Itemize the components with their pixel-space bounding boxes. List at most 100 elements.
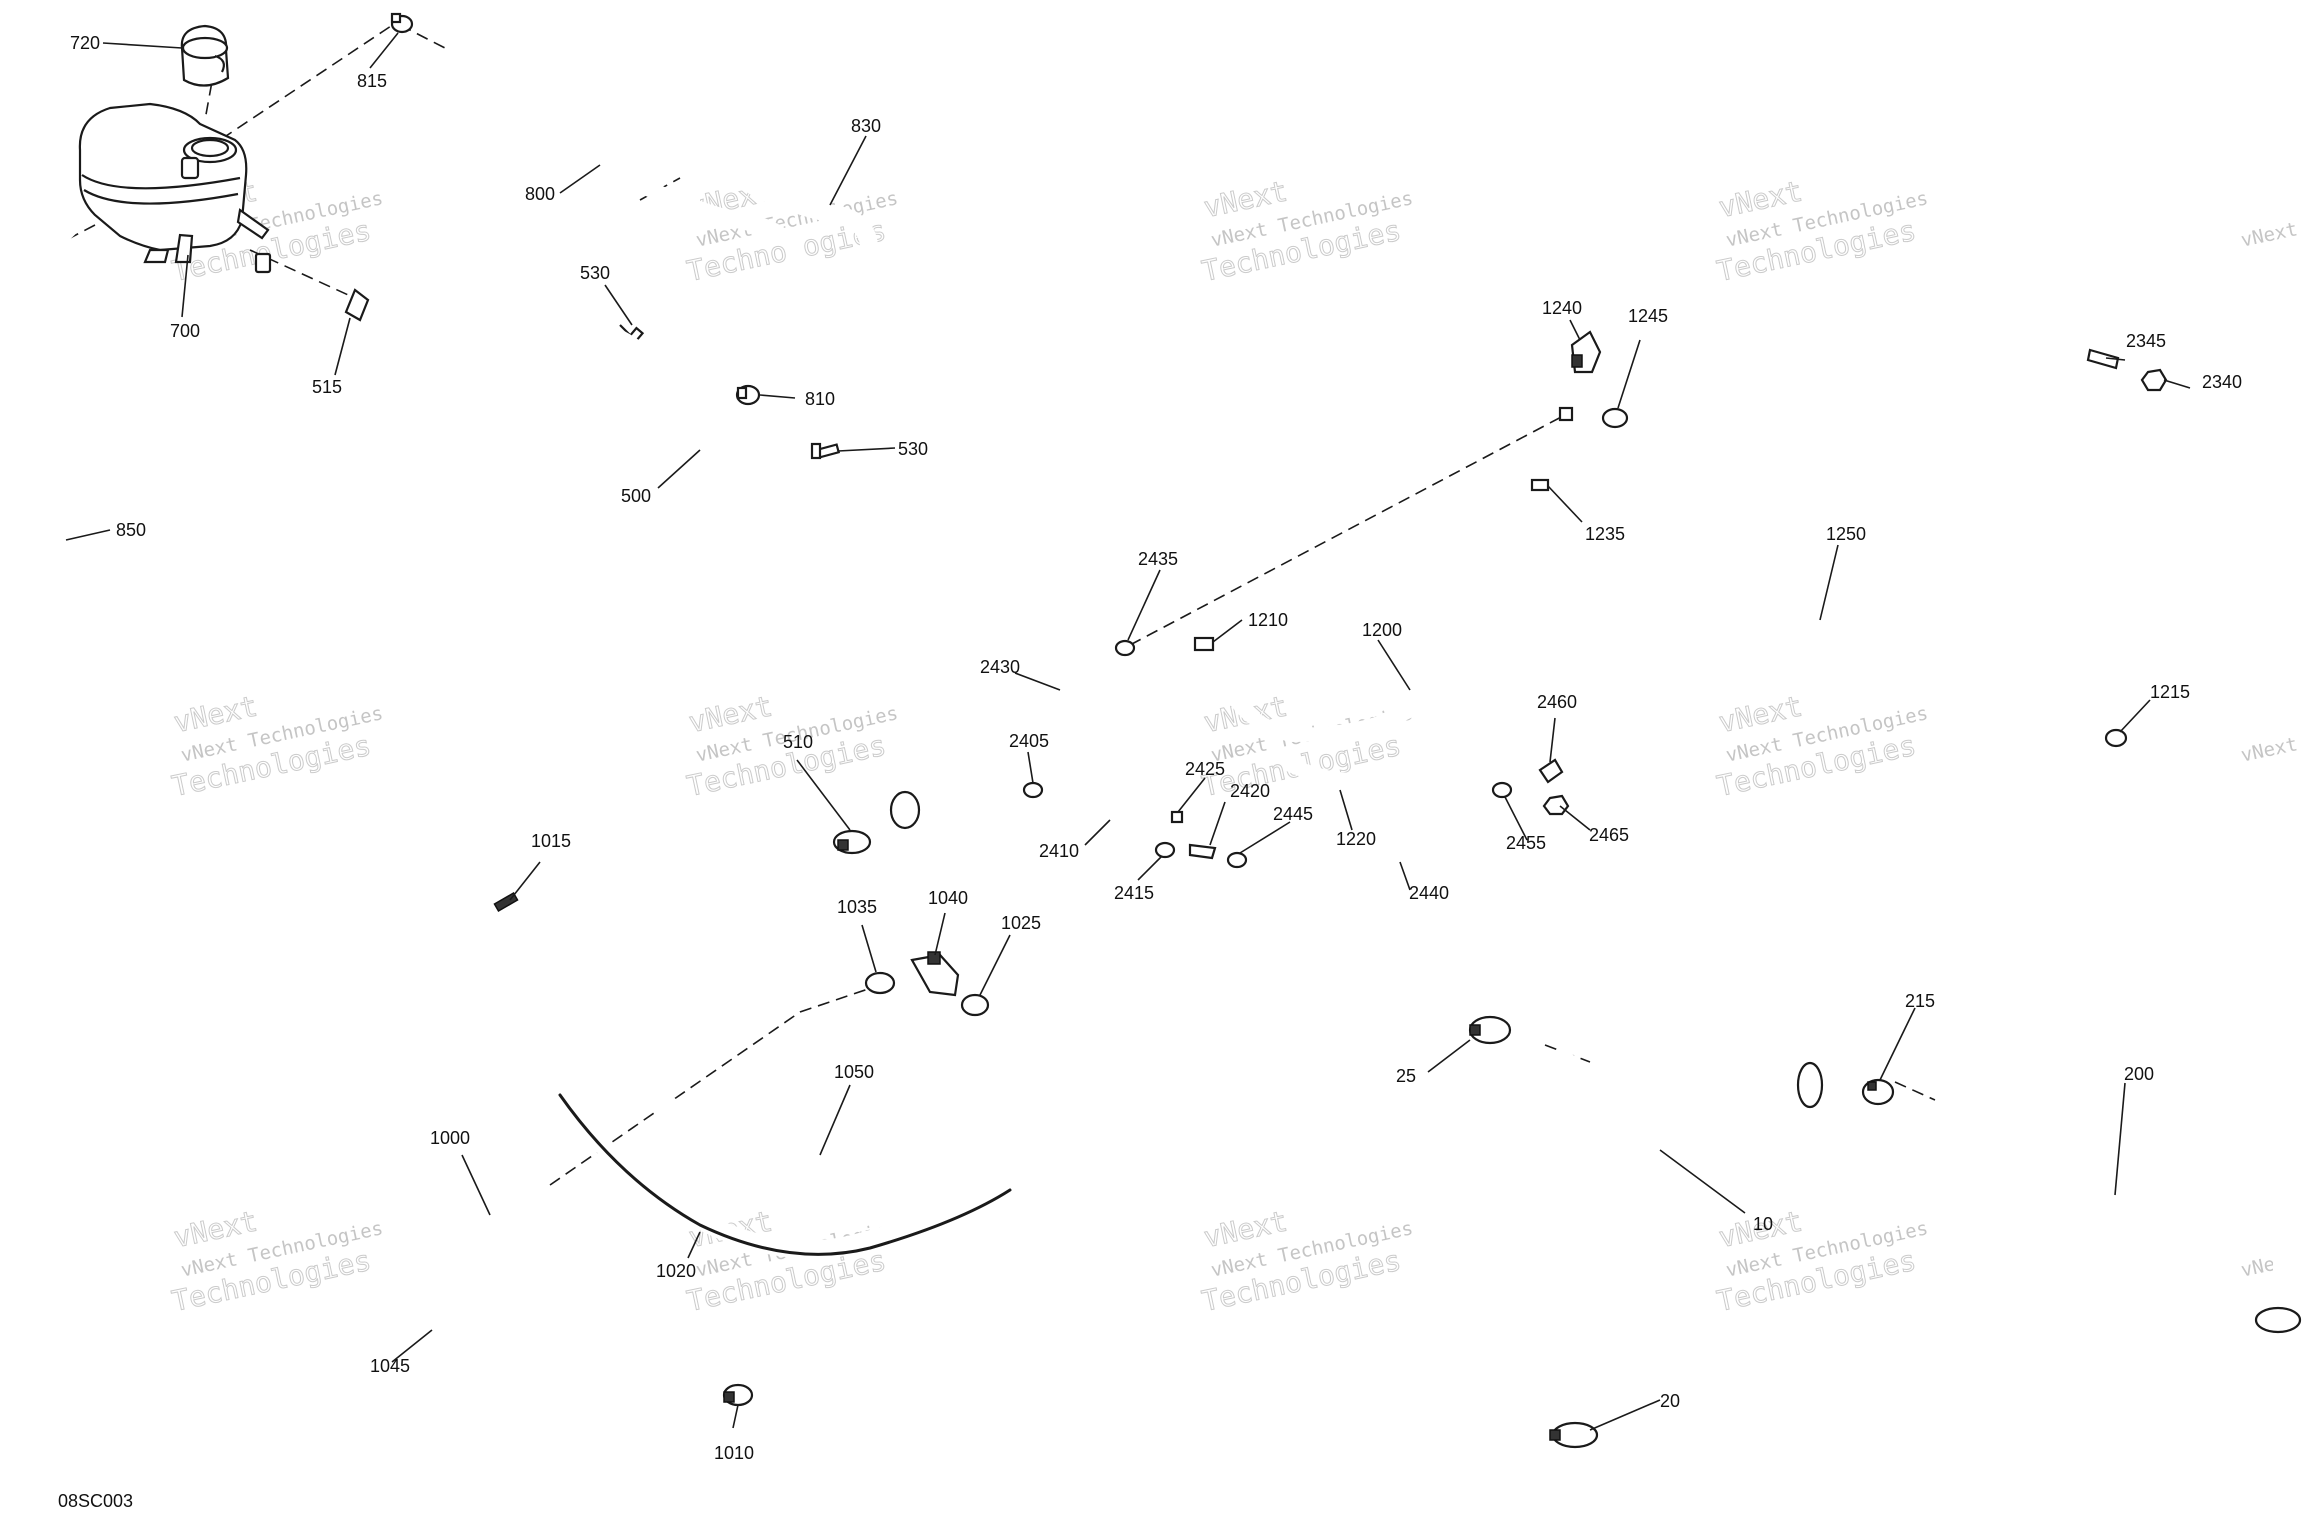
callout-2340[interactable]: 2340 bbox=[2202, 372, 2242, 392]
callout-1025[interactable]: 1025 bbox=[1001, 913, 1041, 933]
callout-1050[interactable]: 1050 bbox=[834, 1062, 874, 1082]
callout-20[interactable]: 20 bbox=[1660, 1391, 1680, 1411]
callout-2440[interactable]: 2440 bbox=[1409, 883, 1449, 903]
callout-1000[interactable]: 1000 bbox=[430, 1128, 470, 1148]
callout-810[interactable]: 810 bbox=[805, 389, 835, 409]
clamp-515 bbox=[344, 288, 370, 322]
hose-500 bbox=[385, 287, 958, 830]
callout-1215[interactable]: 1215 bbox=[2150, 682, 2190, 702]
clamp-1025 bbox=[960, 993, 990, 1017]
watermark: vNext vNext Technologies Technologies bbox=[1714, 174, 1930, 289]
connector-1240 bbox=[1558, 330, 1602, 422]
hose-1200 bbox=[1213, 493, 1545, 742]
clamp-215 bbox=[1861, 1078, 1895, 1106]
callout-500[interactable]: 500 bbox=[621, 486, 651, 506]
callout-1010[interactable]: 1010 bbox=[714, 1443, 754, 1463]
clamp-1215 bbox=[2104, 728, 2128, 748]
clamp-2425 bbox=[1170, 810, 1184, 824]
callout-215[interactable]: 215 bbox=[1905, 991, 1935, 1011]
hose-1220 bbox=[1283, 583, 1545, 788]
hose-1050 bbox=[520, 925, 1070, 1170]
callout-25[interactable]: 25 bbox=[1396, 1066, 1416, 1086]
hose-800 bbox=[444, 50, 809, 393]
callout-510[interactable]: 510 bbox=[783, 732, 813, 752]
callout-1235[interactable]: 1235 bbox=[1585, 524, 1625, 544]
callout-530a[interactable]: 530 bbox=[580, 263, 610, 283]
watermark: vNext vNext Technologies Technologies bbox=[169, 1204, 385, 1319]
clamp-20 bbox=[1549, 1421, 1599, 1449]
callout-1200[interactable]: 1200 bbox=[1362, 620, 1402, 640]
watermark: vNext Technologies bbox=[2239, 187, 2304, 251]
watermark: vNext Technologies bbox=[2239, 702, 2304, 766]
clamp-25 bbox=[1468, 1015, 1512, 1045]
hose-1045 bbox=[421, 1296, 619, 1413]
clamp-810 bbox=[735, 384, 761, 406]
callout-700[interactable]: 700 bbox=[170, 321, 200, 341]
callouts: 720 815 830 800 700 530 515 810 530 500 … bbox=[70, 33, 2242, 1463]
watermark: vNext vNext Technologies Technologies bbox=[1199, 1204, 1415, 1319]
diagram-reference-code: 08SC003 bbox=[58, 1491, 133, 1511]
pipe-200 bbox=[1918, 1103, 2304, 1307]
clamp-2455 bbox=[1491, 781, 1513, 799]
clamp-1010 bbox=[722, 1383, 754, 1407]
callout-830[interactable]: 830 bbox=[851, 116, 881, 136]
callout-2465[interactable]: 2465 bbox=[1589, 825, 1629, 845]
callout-720[interactable]: 720 bbox=[70, 33, 100, 53]
fitting-2345 bbox=[2086, 348, 2120, 370]
callout-1220[interactable]: 1220 bbox=[1336, 829, 1376, 849]
watermark: vNext vNext Technologies Technologies bbox=[1714, 689, 1930, 804]
callout-2460[interactable]: 2460 bbox=[1537, 692, 1577, 712]
callout-1245[interactable]: 1245 bbox=[1628, 306, 1668, 326]
screw-530-bottom bbox=[810, 442, 841, 460]
clamp-2405 bbox=[1022, 781, 1044, 799]
clamp-1245 bbox=[1601, 407, 1629, 429]
callout-850[interactable]: 850 bbox=[116, 520, 146, 540]
callout-800[interactable]: 800 bbox=[525, 184, 555, 204]
callout-2425[interactable]: 2425 bbox=[1185, 759, 1225, 779]
callout-2455[interactable]: 2455 bbox=[1506, 833, 1546, 853]
callout-2430[interactable]: 2430 bbox=[980, 657, 1020, 677]
callout-815[interactable]: 815 bbox=[357, 71, 387, 91]
hose-1020 bbox=[541, 1069, 1027, 1259]
callout-2345[interactable]: 2345 bbox=[2126, 331, 2166, 351]
clamp-1035 bbox=[864, 971, 896, 995]
callout-1210[interactable]: 1210 bbox=[1248, 610, 1288, 630]
clamp-2415 bbox=[1154, 841, 1176, 859]
clamp-815 bbox=[390, 12, 414, 34]
callout-1035[interactable]: 1035 bbox=[837, 897, 877, 917]
callout-2405[interactable]: 2405 bbox=[1009, 731, 1049, 751]
hose-2430 bbox=[1055, 661, 1169, 814]
callout-200[interactable]: 200 bbox=[2124, 1064, 2154, 1084]
callout-515[interactable]: 515 bbox=[312, 377, 342, 397]
overflow-tube-850 bbox=[35, 228, 76, 616]
callout-2415[interactable]: 2415 bbox=[1114, 883, 1154, 903]
svg-text:vNext Technologies: vNext Technologies bbox=[2239, 702, 2304, 766]
callout-2435[interactable]: 2435 bbox=[1138, 549, 1178, 569]
callout-1045[interactable]: 1045 bbox=[370, 1356, 410, 1376]
coolant-reservoir bbox=[78, 102, 272, 274]
hose-1000 bbox=[481, 1191, 721, 1389]
nut-2465 bbox=[1542, 794, 1570, 816]
tee-2420 bbox=[1188, 843, 1217, 860]
fitting-1210 bbox=[1193, 636, 1215, 652]
callout-1240[interactable]: 1240 bbox=[1542, 298, 1582, 318]
hose-830 bbox=[531, 21, 879, 274]
connector-1040 bbox=[910, 951, 960, 997]
callout-2410[interactable]: 2410 bbox=[1039, 841, 1079, 861]
callout-530b[interactable]: 530 bbox=[898, 439, 928, 459]
watermark: vNext vNext Technologies Technologies bbox=[1199, 174, 1415, 289]
callout-2420[interactable]: 2420 bbox=[1230, 781, 1270, 801]
hose-2440 bbox=[1254, 801, 1474, 885]
callout-1015[interactable]: 1015 bbox=[531, 831, 571, 851]
clamp-2435 bbox=[1114, 639, 1136, 657]
watermark: vNext vNext Technologies Technologies bbox=[169, 689, 385, 804]
callout-1020[interactable]: 1020 bbox=[656, 1261, 696, 1281]
callout-1250[interactable]: 1250 bbox=[1826, 524, 1866, 544]
hose-2410 bbox=[1061, 791, 1149, 849]
clamp-1235 bbox=[1530, 478, 1550, 492]
callout-10[interactable]: 10 bbox=[1753, 1214, 1773, 1234]
callout-2445[interactable]: 2445 bbox=[1273, 804, 1313, 824]
pipe-10 bbox=[1540, 1050, 1830, 1400]
callout-1040[interactable]: 1040 bbox=[928, 888, 968, 908]
